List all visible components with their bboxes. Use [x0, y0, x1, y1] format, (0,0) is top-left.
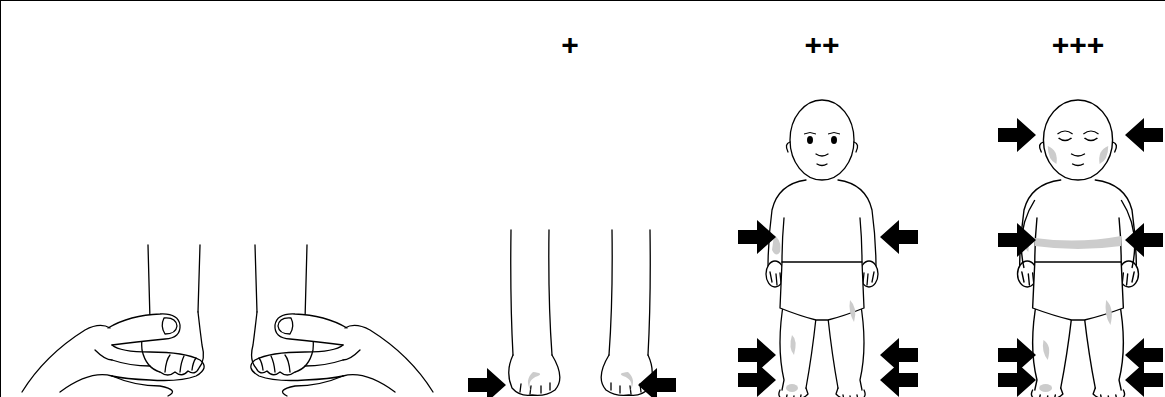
grade-label: ++ [804, 30, 839, 60]
grade-label: +++ [1052, 30, 1105, 60]
grade-label: + [561, 30, 579, 60]
